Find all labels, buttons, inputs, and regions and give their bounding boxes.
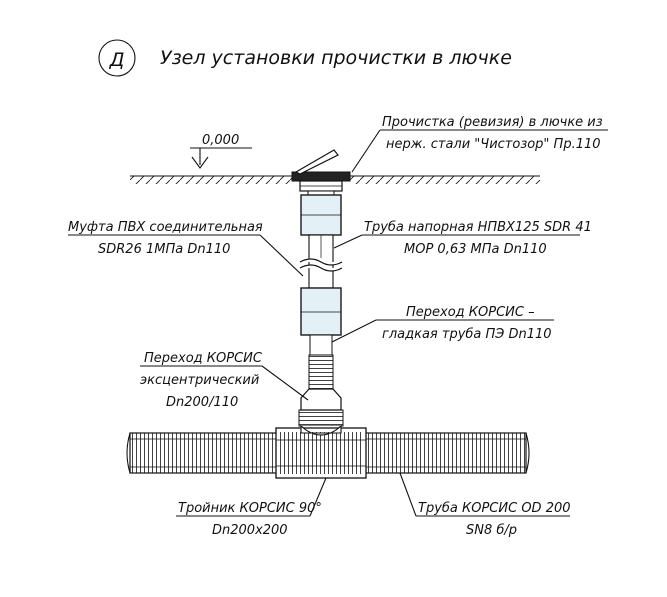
label-main-pipe-1: Труба КОРСИС OD 200 xyxy=(418,501,571,516)
leader-lines xyxy=(68,129,608,517)
section-title: Д Узел установки прочистки в лючке xyxy=(98,39,512,77)
cleanout-hatch xyxy=(291,149,351,192)
label-cleanout-1: Прочистка (ревизия) в лючке из xyxy=(382,115,603,130)
label-transition-ecc-2: эксцентрический xyxy=(140,373,259,388)
level-mark-text: 0,000 xyxy=(202,133,239,148)
tee-fitting xyxy=(275,424,367,479)
label-main-pipe-2: SN8 б/р xyxy=(466,523,517,538)
coupling-lower xyxy=(300,287,342,336)
label-tee-2: Dn200x200 xyxy=(212,523,288,538)
label-transition-ecc-3: Dn200/110 xyxy=(166,395,238,410)
label-coupling-1: Муфта ПВХ соединительная xyxy=(68,220,263,235)
annotation-labels: Прочистка (ревизия) в лючке из нерж. ста… xyxy=(68,115,603,538)
level-mark: 0,000 xyxy=(190,133,252,169)
section-badge: Д xyxy=(109,49,125,71)
pipe-break-mark xyxy=(299,258,343,266)
ground-surface xyxy=(130,175,540,184)
hatch-lid xyxy=(294,149,339,175)
riser-pipe xyxy=(298,190,344,436)
label-pressure-pipe-2: MOP 0,63 МПа Dn110 xyxy=(404,242,547,257)
label-cleanout-2: нерж. стали "Чистозор" Пр.110 xyxy=(386,137,601,152)
label-transition-ecc-1: Переход КОРСИС xyxy=(144,351,263,366)
label-transition-smooth-2: гладкая труба ПЭ Dn110 xyxy=(382,327,552,342)
label-tee-1: Тройник КОРСИС 90° xyxy=(178,501,322,516)
label-pressure-pipe-1: Труба напорная НПВХ125 SDR 41 xyxy=(364,220,592,235)
section-badge-circle xyxy=(98,39,136,77)
label-transition-smooth-1: Переход КОРСИС – xyxy=(406,305,535,320)
section-title-text: Узел установки прочистки в лючке xyxy=(160,47,512,69)
label-coupling-2: SDR26 1МПа Dn110 xyxy=(98,242,230,257)
